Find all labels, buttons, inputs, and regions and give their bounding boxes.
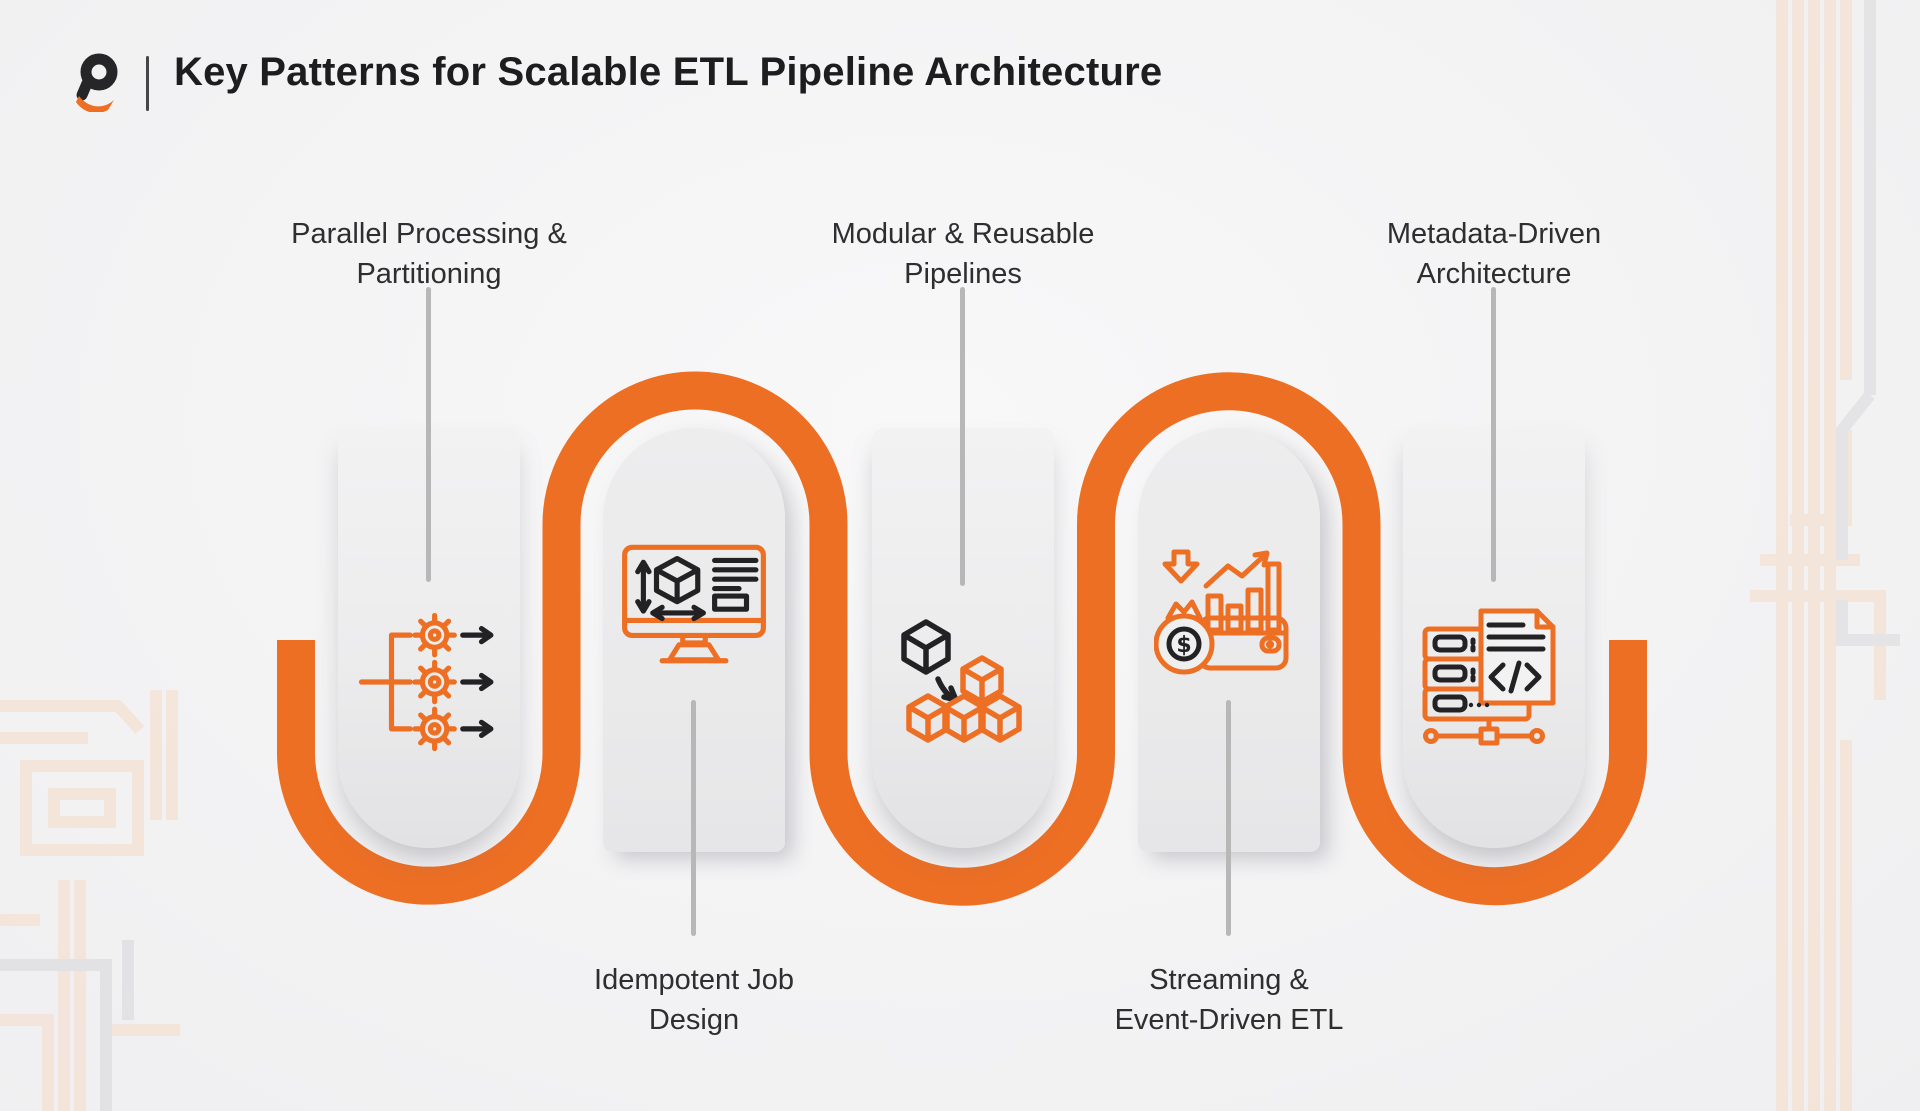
q-swoosh-logo: [76, 53, 118, 112]
server-code-icon: [1419, 605, 1569, 755]
pattern-label-1: Parallel Processing & Partitioning: [209, 214, 649, 294]
svg-text:$: $: [1176, 633, 1191, 658]
label-line: Metadata-Driven: [1386, 218, 1602, 250]
label-line: Partitioning: [356, 258, 502, 290]
label-line: Design: [648, 1004, 740, 1036]
pattern-label-3: Modular & Reusable Pipelines: [743, 214, 1183, 294]
label-line: Architecture: [1416, 258, 1572, 290]
connector-line-1: [426, 287, 431, 582]
connector-line-3: [960, 287, 965, 586]
page-title: Key Patterns for Scalable ETL Pipeline A…: [174, 50, 1163, 94]
circuit-pattern-right: [1750, 0, 1900, 1111]
monitor-cube-icon: [619, 537, 769, 687]
pattern-label-5: Metadata-Driven Architecture: [1274, 214, 1714, 294]
stacked-cubes-icon: [888, 609, 1038, 759]
pattern-label-4: Streaming & Event-Driven ETL: [1009, 960, 1449, 1040]
parallel-gears-icon: [354, 607, 504, 757]
money-analytics-icon: $: [1153, 541, 1304, 691]
label-line: Pipelines: [904, 258, 1022, 290]
connector-line-2: [691, 700, 696, 936]
label-line: Modular & Reusable: [831, 218, 1095, 250]
header-divider: [146, 56, 149, 111]
label-line: Parallel Processing &: [291, 218, 567, 250]
label-line: Streaming &: [1149, 964, 1309, 996]
header: Key Patterns for Scalable ETL Pipeline A…: [0, 0, 1920, 130]
label-line: Event-Driven ETL: [1114, 1004, 1344, 1036]
connector-line-5: [1491, 287, 1496, 582]
label-line: Idempotent Job: [594, 964, 794, 996]
pattern-label-2: Idempotent Job Design: [474, 960, 914, 1040]
circuit-pattern-left: [0, 690, 180, 1111]
connector-line-4: [1226, 700, 1231, 936]
